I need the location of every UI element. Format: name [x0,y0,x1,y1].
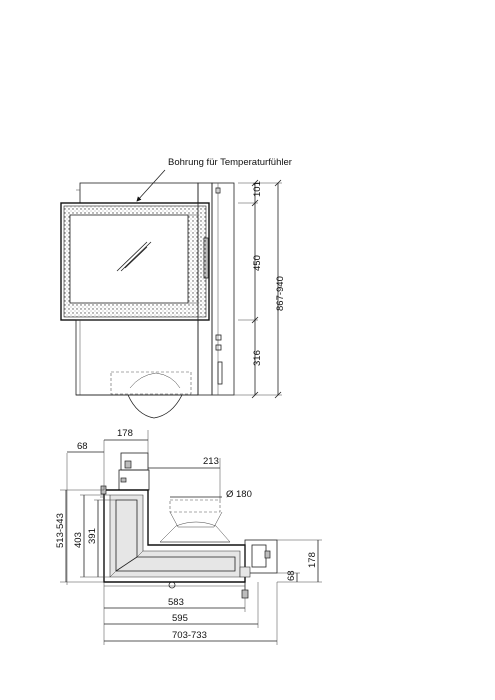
upper-housing [79,182,199,204]
dim-583: 583 [168,597,184,608]
dim-101: 101 [252,181,263,197]
plan-view: 68 178 213 Ø 180 513-543 403 391 178 68 [55,428,322,645]
temperature-sensor-label: Bohrung für Temperaturfühler [168,157,292,168]
dim-316: 316 [252,350,263,366]
dim-450: 450 [252,255,263,271]
flue-nozzle-front [127,394,183,419]
dim-391: 391 [87,528,98,544]
dim-d180: Ø 180 [226,489,252,500]
dim-68-right: 68 [286,570,297,581]
front-view: Bohrung für Temperaturfühler 101 450 316… [60,157,292,419]
dim-403: 403 [73,532,84,548]
dim-867-940: 867-940 [275,276,286,311]
lower-body [75,319,199,396]
dim-68-top: 68 [77,441,88,452]
dim-178-right: 178 [307,552,318,568]
flue-box-right [244,539,278,574]
tick-marks [251,179,282,399]
dim-595: 595 [172,613,188,624]
dim-178-top: 178 [117,428,133,439]
firebox-liner [109,494,241,578]
dim-513-543: 513-543 [55,513,66,548]
flue-nozzle-plan [169,511,223,528]
dim-703-733: 703-733 [172,630,207,641]
dim-213: 213 [203,456,219,467]
